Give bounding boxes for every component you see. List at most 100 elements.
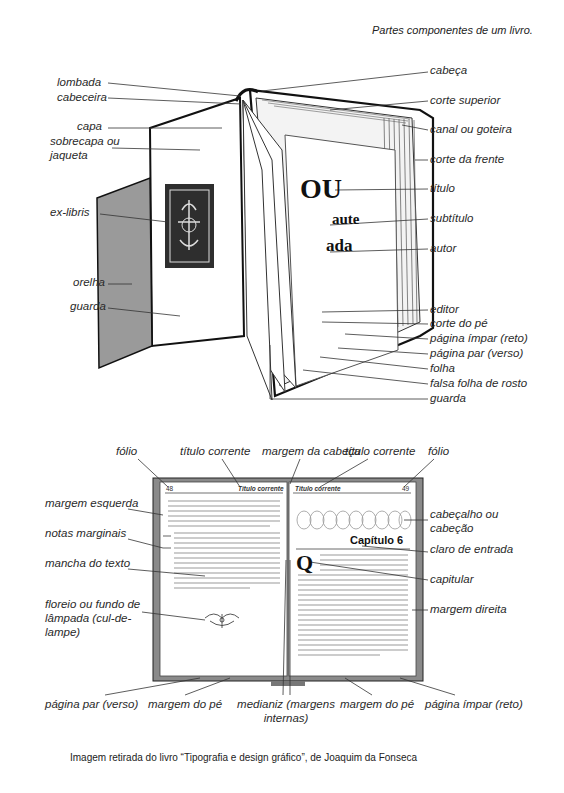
leader-line (338, 348, 428, 354)
leader-line (402, 125, 428, 130)
header-ornament (297, 511, 311, 529)
leader-line (108, 284, 132, 285)
loose-pages (243, 100, 296, 400)
part-label: margem do pé (148, 698, 222, 712)
leader-line (262, 72, 428, 91)
leader-line (415, 160, 428, 161)
ex-libris-plate (170, 190, 209, 262)
part-label: título corrente (180, 445, 250, 459)
ex-libris-plate (182, 218, 196, 232)
jacket-flap (97, 178, 152, 368)
leader-line (320, 357, 428, 369)
text-block (262, 100, 410, 123)
part-label: notas marginais (45, 527, 126, 541)
part-label: claro de entrada (430, 543, 513, 557)
part-label: cabeceira (57, 91, 107, 105)
ex-libris-plate (165, 184, 214, 268)
spine-top (236, 89, 258, 101)
part-label: página ímpar (reto) (430, 332, 528, 346)
spine-top (236, 89, 258, 101)
open-book (153, 478, 423, 686)
folio-number: 48 (166, 485, 173, 493)
leader-line (108, 98, 241, 104)
leader-line (128, 569, 205, 576)
leader-line (330, 101, 428, 110)
leader-line (362, 546, 428, 552)
leader-line (108, 83, 240, 96)
header-ornament (375, 511, 389, 529)
open-book (271, 681, 305, 686)
header-ornament (296, 511, 411, 549)
header-ornament (310, 511, 324, 529)
open-book (153, 478, 423, 681)
leader-line (345, 678, 372, 695)
leader-line (222, 459, 240, 487)
leader-line (128, 509, 163, 515)
ex-libris-plate (178, 200, 200, 250)
part-label: margem esquerda (45, 497, 138, 511)
drop-cap: Q (296, 550, 313, 576)
part-label: página par (verso) (45, 698, 138, 712)
leader-line (100, 214, 168, 222)
figure-caption: Imagem retirada do livro “Tipografia e d… (70, 752, 417, 764)
leader-line (108, 308, 180, 316)
part-label: medianiz (margens internas) (232, 698, 340, 726)
part-label: corte superior (430, 94, 500, 108)
leader-line (303, 370, 428, 384)
figure-title: Partes componentes de um livro. (372, 24, 533, 37)
part-label: cabeça (430, 64, 467, 78)
open-book (289, 482, 416, 676)
header-ornament (349, 511, 363, 529)
part-label: subtítulo (430, 212, 473, 226)
part-label: margem direita (430, 603, 507, 617)
part-label: mancha do texto (45, 557, 130, 571)
part-label: guarda (430, 392, 466, 406)
part-label: folha (430, 362, 455, 376)
leader-line (404, 459, 434, 487)
running-title: Título corrente (295, 485, 341, 493)
text-lines (168, 501, 280, 588)
part-label: página par (verso) (430, 347, 523, 361)
book-subtitle-text: aute (332, 210, 360, 228)
inside-cover (150, 98, 244, 346)
loose-pages (243, 100, 272, 400)
leader-line (270, 345, 428, 399)
leader-line (412, 610, 428, 611)
leader-line (105, 459, 455, 695)
running-title: Título corrente (238, 485, 284, 493)
part-label: floreio ou fundo de lâmpada (cul-de-lamp… (45, 598, 145, 639)
leader-line (185, 678, 230, 695)
part-label: margem do pé (340, 698, 414, 712)
part-label: guarda (70, 300, 106, 314)
chapter-heading: Capítulo 6 (350, 534, 403, 547)
leader-line (345, 334, 428, 339)
text-lines (298, 555, 408, 655)
part-label: falsa folha de rosto (430, 377, 527, 391)
part-label: fólio (116, 445, 137, 459)
part-label: autor (430, 242, 456, 256)
header-ornament (323, 511, 337, 529)
leader-line (320, 459, 368, 487)
header-ornament (336, 511, 350, 529)
leader-line (105, 678, 200, 695)
part-label: título (430, 182, 455, 196)
header-ornament (388, 511, 402, 529)
header-ornament (362, 511, 376, 529)
part-label: lombada (57, 76, 101, 90)
leader-line (128, 539, 163, 548)
part-label: cabeçalho ou cabeção (430, 508, 508, 536)
part-label: corte da frente (430, 153, 504, 167)
cul-de-lampe (205, 614, 239, 628)
leader-line (112, 148, 200, 150)
part-label: orelha (73, 276, 105, 290)
book-title-text: OU (300, 172, 342, 206)
inside-cover (150, 98, 244, 346)
cul-de-lampe (220, 618, 224, 622)
part-label: capa (77, 120, 102, 134)
leader-line (108, 128, 222, 129)
jacket-flap (97, 178, 152, 368)
ex-libris-plate (165, 184, 214, 268)
text-lines (163, 536, 171, 548)
